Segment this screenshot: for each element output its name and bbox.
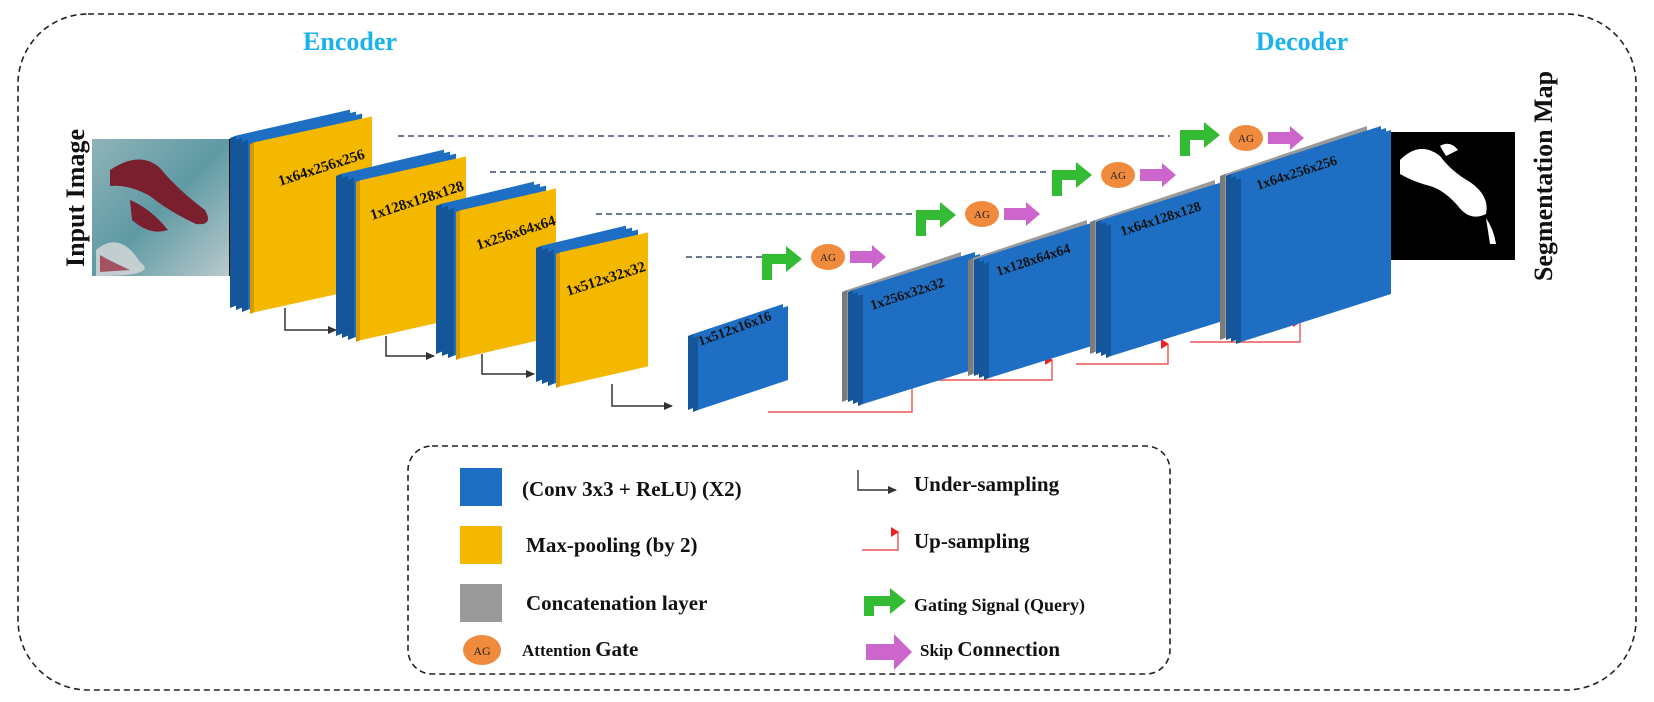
legend-under-sampling-arrow	[857, 470, 897, 494]
attention-gate-groups: AG AG AG AG	[762, 122, 1304, 280]
legend-skip-icon	[866, 634, 912, 670]
bottleneck-block-layer-2	[693, 306, 788, 412]
legend-ag-icon	[463, 635, 501, 665]
legend-ag-icon-text: AG	[473, 644, 491, 658]
bottleneck-block: 1x512x16x16	[688, 304, 788, 412]
legend-up-sampling-arrow	[862, 527, 899, 551]
dashed-skip-lines	[398, 135, 1170, 258]
legend-item-skip-connection: Skip Connection	[866, 634, 1060, 670]
legend-gating-label: Gating Signal (Query)	[914, 595, 1085, 616]
legend-conv-swatch	[460, 468, 502, 506]
legend-skip-prefix: Skip	[920, 641, 957, 660]
decoder-block-3-layer-4	[1106, 184, 1239, 358]
legend-attention-gate-word: Gate	[595, 637, 638, 661]
legend-box	[407, 445, 1171, 675]
legend-skip-label: Skip Connection	[920, 637, 1060, 661]
legend-item-up-sampling: Up-sampling	[862, 527, 1030, 553]
legend-item-conv: (Conv 3x3 + ReLU) (X2)	[460, 468, 742, 506]
decoder-block-3: 1x64x128x128	[1090, 180, 1239, 358]
gating-signal-icon	[916, 202, 956, 236]
decoder-block-2-layer-4	[984, 224, 1111, 380]
decoder-block-4: 1x64x256x256	[1220, 126, 1391, 344]
encoder-block-2: 1x128x128x128	[336, 149, 466, 342]
decoder-title: Decoder	[1256, 27, 1348, 56]
input-image-label: Input Image	[61, 129, 90, 267]
decoder-block-2: 1x128x64x64	[968, 220, 1111, 380]
legend-up-sampling-label: Up-sampling	[914, 529, 1030, 553]
attention-gate-icon	[1101, 162, 1135, 188]
legend-attention-gate-prefix: Attention	[522, 641, 595, 660]
attention-gate-group-4: AG	[1180, 122, 1304, 156]
legend-concat-label: Concatenation layer	[526, 591, 707, 615]
legend-skip-word: Connection	[957, 637, 1060, 661]
attention-gate-label: AG	[1238, 133, 1254, 145]
legend-pool-label: Max-pooling (by 2)	[526, 533, 698, 557]
legend-item-attention-gate: AG Attention Gate	[463, 635, 638, 665]
decoder-block-4-layer-4	[1236, 130, 1391, 344]
attention-gate-icon	[965, 201, 999, 227]
attention-gate-group-1: AG	[762, 244, 886, 280]
network-blocks: 1x64x256x2561x128x128x1281x256x64x641x51…	[230, 109, 1391, 412]
under-sampling-arrows	[284, 308, 673, 410]
legend-concat-swatch	[460, 584, 502, 622]
attention-gate-group-3: AG	[1052, 162, 1176, 196]
encoder-block-4-layer-4	[556, 232, 648, 388]
segmentation-map-image	[1383, 132, 1515, 260]
gating-signal-icon	[1052, 162, 1092, 196]
gating-signal-icon	[1180, 122, 1220, 156]
legend-conv-label: (Conv 3x3 + ReLU) (X2)	[522, 477, 742, 501]
legend-item-concat: Concatenation layer	[460, 584, 707, 622]
legend-under-sampling-label: Under-sampling	[914, 472, 1060, 496]
legend-pool-swatch	[460, 526, 502, 564]
legend-item-under-sampling: Under-sampling	[857, 470, 1060, 496]
encoder-block-3: 1x256x64x64	[436, 181, 558, 360]
attention-gate-icon	[1229, 125, 1263, 151]
attention-gate-label: AG	[820, 252, 836, 264]
legend-attention-gate-label: Attention Gate	[522, 637, 638, 661]
decoder-block-1-layer-4	[858, 256, 985, 406]
skip-connection-icon	[1140, 163, 1176, 187]
gating-signal-icon	[762, 246, 802, 280]
skip-connection-icon	[850, 245, 886, 269]
input-satellite-image	[92, 139, 252, 276]
outer-frame	[17, 13, 1637, 691]
legend-item-gating-signal: Gating Signal (Query)	[864, 588, 1085, 616]
up-sampling-arrows	[768, 317, 1301, 413]
legend-item-pool: Max-pooling (by 2)	[460, 526, 698, 564]
decoder-block-1: 1x256x32x32	[842, 252, 985, 406]
encoder-title: Encoder	[303, 27, 397, 56]
attention-gate-group-2: AG	[916, 201, 1040, 236]
attention-gate-label: AG	[974, 209, 990, 221]
legend-gating-icon	[864, 588, 906, 616]
attention-gate-icon	[811, 244, 845, 270]
skip-connection-icon	[1004, 202, 1040, 226]
encoder-block-4: 1x512x32x32	[536, 225, 648, 388]
segmentation-map-label: Segmentation Map	[1529, 71, 1558, 281]
skip-connection-icon	[1268, 126, 1304, 150]
encoder-block-3-layer-4	[456, 188, 556, 360]
attention-gate-label: AG	[1110, 170, 1126, 182]
